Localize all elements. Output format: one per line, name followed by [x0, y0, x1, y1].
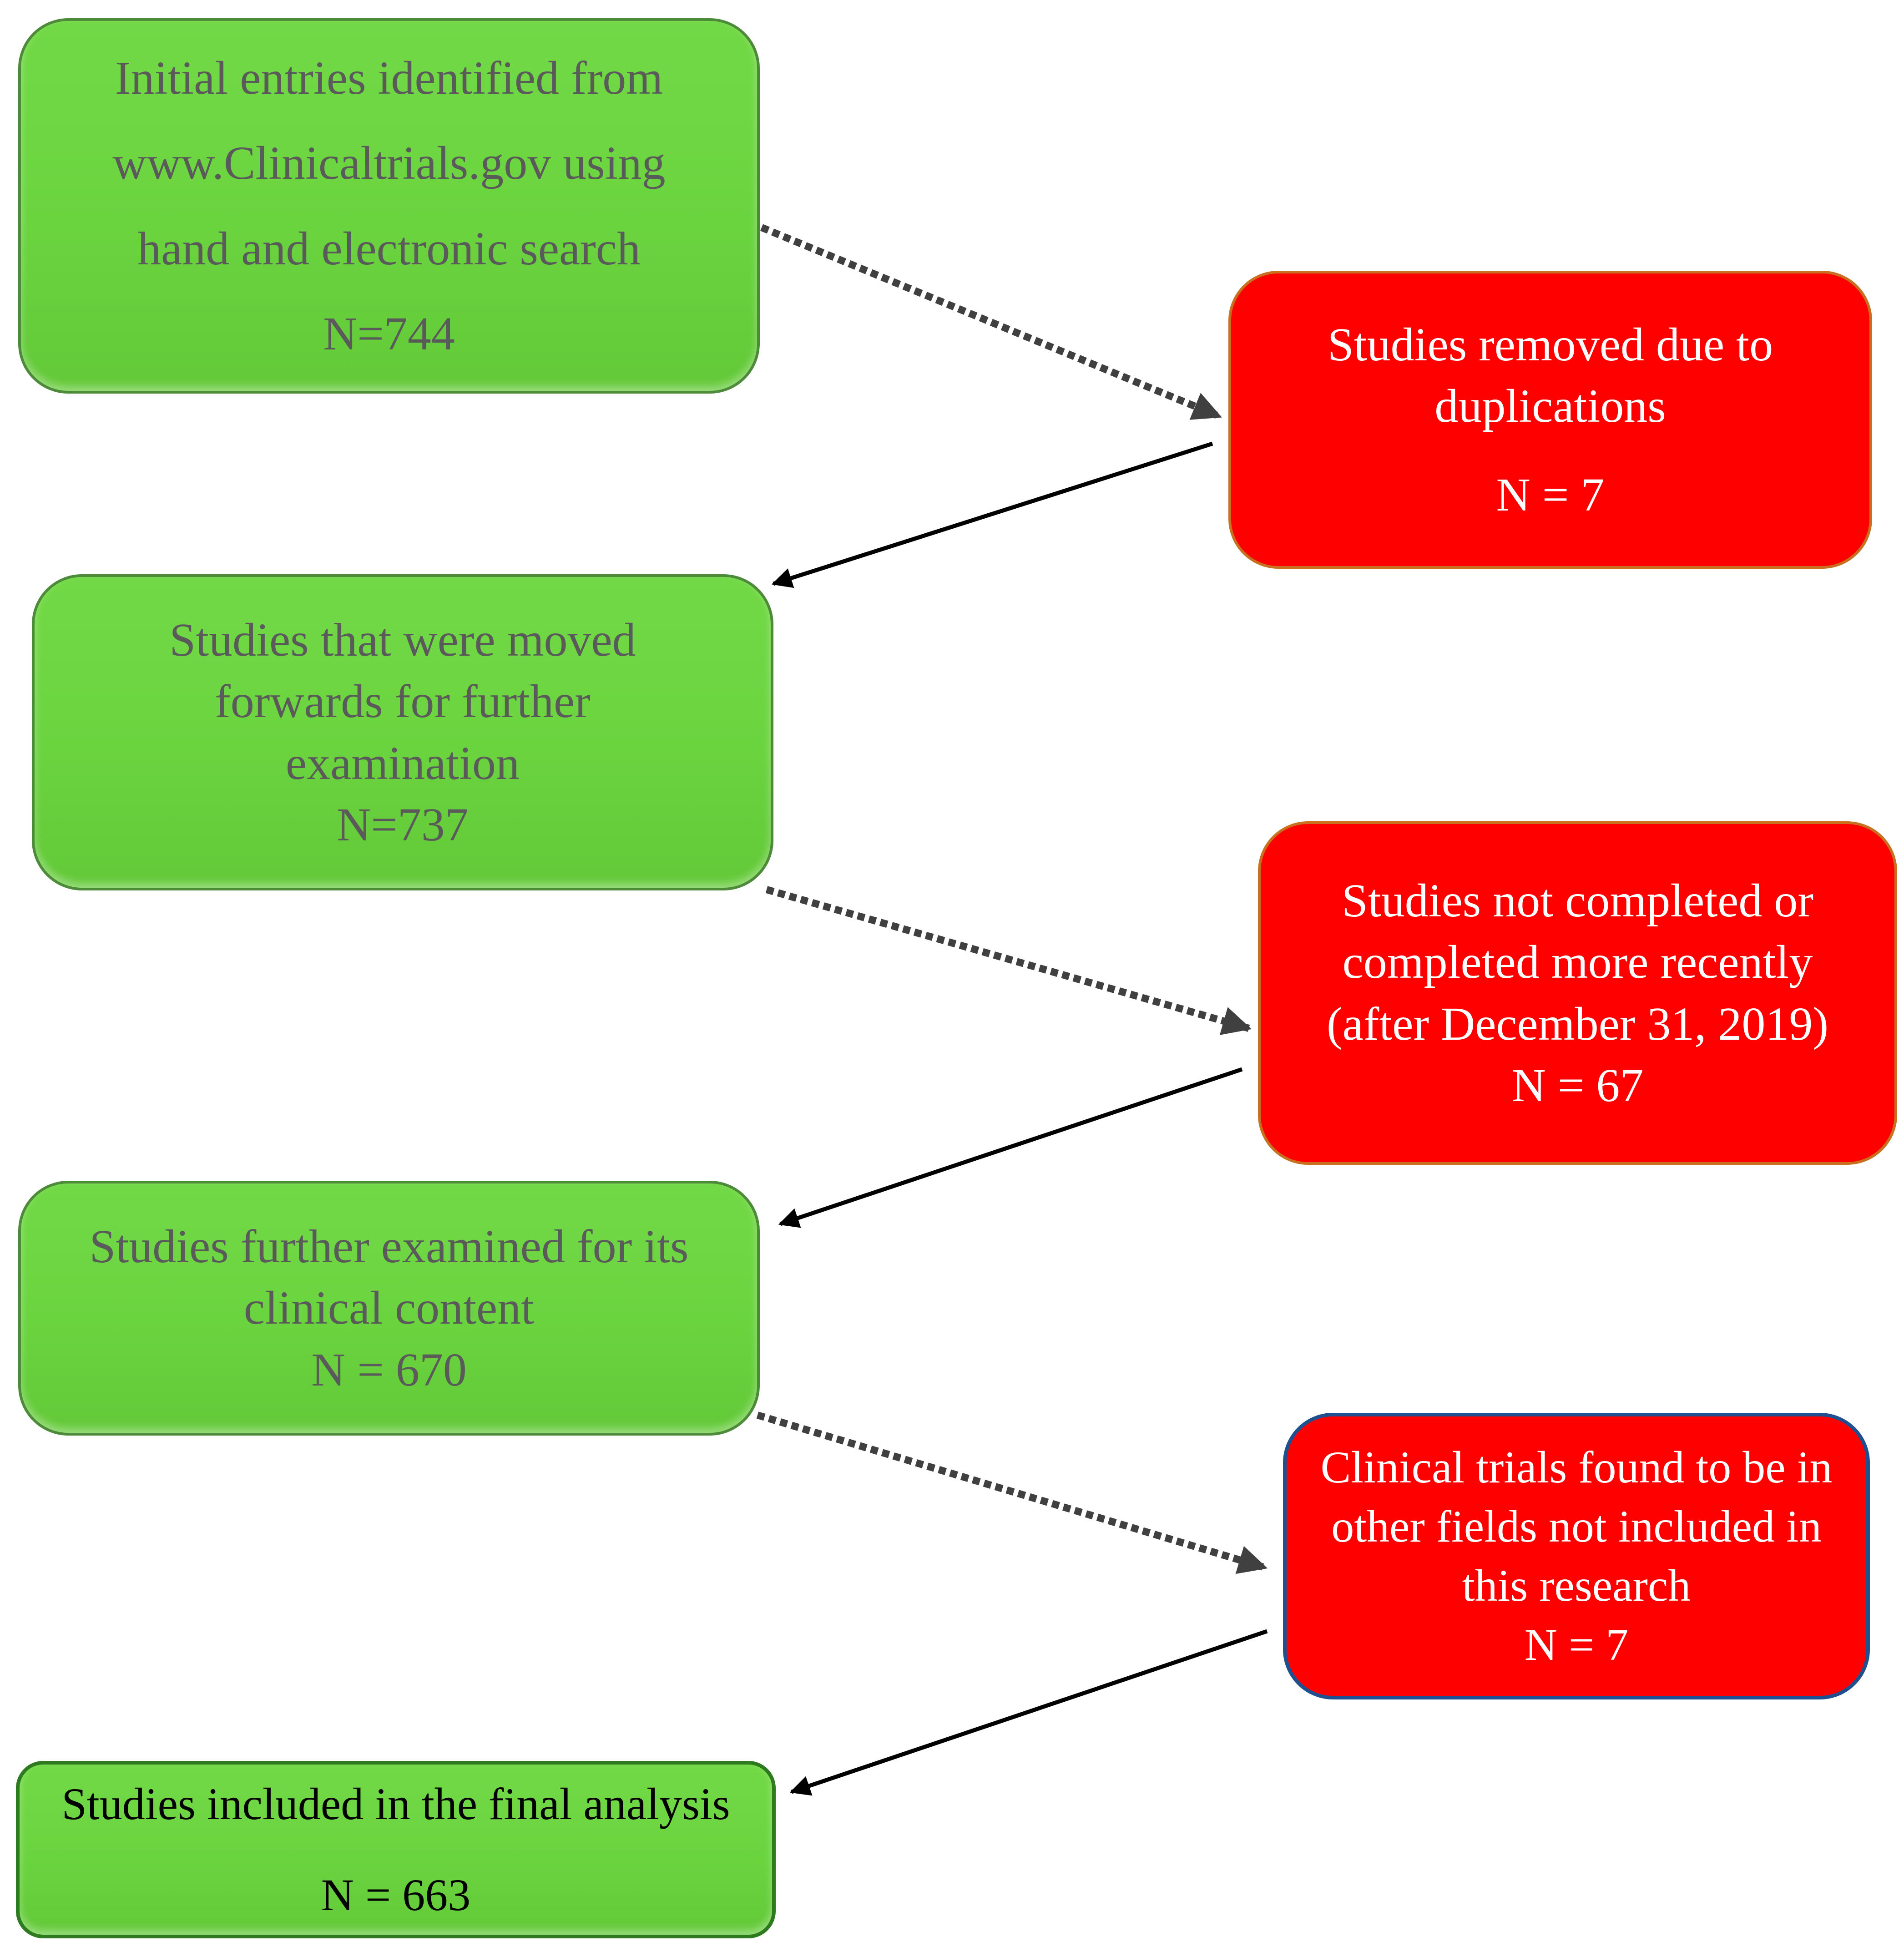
box-text-line: Clinical trials found to be in	[1320, 1442, 1833, 1492]
other-fields-box: Clinical trials found to be in other fie…	[1283, 1413, 1870, 1699]
box-count: N = 7	[1496, 469, 1605, 521]
box-text-line: Studies that were moved	[169, 614, 636, 667]
box-text-line: www.Clinicaltrials.gov using	[112, 137, 666, 190]
box-count: N = 67	[1511, 1059, 1644, 1112]
arrow-not-completed-to-clinical-content	[778, 1067, 1243, 1228]
box-text-line: hand and electronic search	[137, 222, 641, 275]
final-analysis-box: Studies included in the final analysis N…	[16, 1761, 776, 1938]
box-text-line: Studies further examined for its	[89, 1220, 689, 1273]
box-count: N = 663	[321, 1870, 471, 1920]
box-text-line: other fields not included in	[1331, 1501, 1822, 1552]
dotted-arrow-moved-forward-to-not-completed	[765, 886, 1252, 1035]
arrow-other-fields-to-final	[789, 1629, 1268, 1796]
box-text-line: Studies included in the final analysis	[61, 1779, 730, 1829]
box-text-line: clinical content	[243, 1282, 535, 1335]
box-count: N = 7	[1524, 1619, 1629, 1670]
box-count: N=737	[337, 798, 469, 851]
box-text-line: Studies not completed or	[1342, 875, 1813, 927]
box-text-line: duplications	[1434, 379, 1666, 432]
not-completed-box: Studies not completed or completed more …	[1258, 821, 1897, 1165]
box-text-line: (after December 31, 2019)	[1326, 997, 1829, 1050]
arrow-duplicates-to-moved-forward	[771, 441, 1213, 588]
box-text-line: Initial entries identified from	[115, 52, 663, 105]
box-text-line: forwards for further	[215, 675, 591, 728]
duplicates-removed-box: Studies removed due to duplications N = …	[1228, 271, 1872, 569]
box-count: N = 670	[311, 1343, 467, 1396]
box-text-line: this research	[1462, 1560, 1691, 1611]
box-text-line: completed more recently	[1342, 936, 1813, 989]
box-count: N=744	[323, 307, 455, 360]
box-text-line: examination	[285, 737, 520, 789]
box-text-line: Studies removed due to	[1327, 318, 1773, 371]
dotted-arrow-clinical-content-to-other-fields	[756, 1411, 1268, 1574]
initial-entries-box: Initial entries identified from www.Clin…	[18, 18, 760, 394]
clinical-content-box: Studies further examined for its clinica…	[18, 1181, 760, 1436]
moved-forward-box: Studies that were moved forwards for fur…	[32, 574, 773, 890]
dotted-arrow-initial-to-duplicates	[749, 219, 1222, 420]
